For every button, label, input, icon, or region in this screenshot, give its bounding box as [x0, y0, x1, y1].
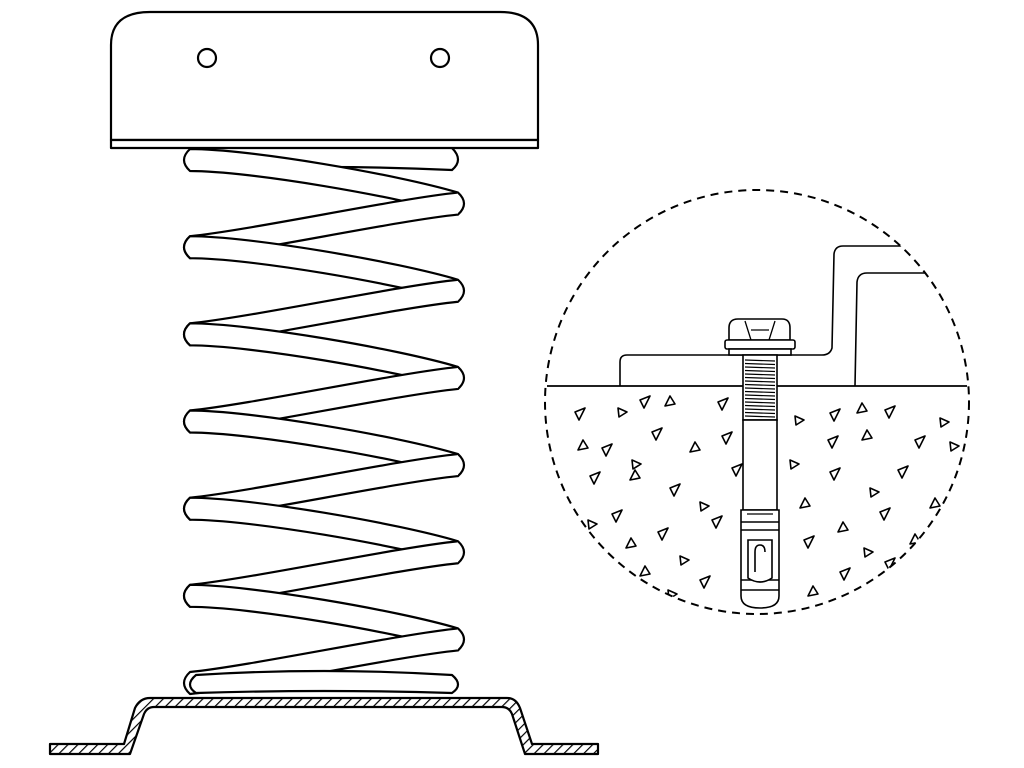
base-bracket	[48, 696, 600, 756]
aggregate-stone	[861, 429, 873, 441]
aggregate-stone	[869, 487, 880, 498]
aggregate-stone	[884, 557, 896, 571]
cap-mounting-hole-left	[196, 47, 218, 69]
aggregate-stone	[577, 439, 589, 451]
aggregate-stone	[929, 497, 941, 509]
anchor-bolt	[724, 318, 796, 609]
aggregate-stone	[789, 459, 800, 470]
spring-mount-top-cap	[109, 10, 540, 150]
detail-callout-circle	[544, 189, 970, 615]
aggregate-stone	[625, 537, 637, 549]
aggregate-stone	[629, 469, 641, 481]
aggregate-stone	[711, 515, 723, 529]
aggregate-stone	[679, 555, 690, 566]
aggregate-stone	[601, 443, 613, 457]
aggregate-stone	[879, 507, 891, 521]
aggregate-stone	[601, 561, 613, 575]
aggregate-stone	[717, 397, 729, 411]
aggregate-stone	[807, 585, 819, 597]
aggregate-stone	[587, 519, 598, 530]
aggregate-stone	[863, 547, 874, 558]
aggregate-stone	[639, 395, 651, 409]
coil-end-bottom	[188, 669, 460, 695]
aggregate-stone	[611, 509, 623, 523]
aggregate-stone	[856, 402, 868, 414]
aggregate-stone	[799, 497, 811, 509]
aggregate-stone	[897, 465, 909, 479]
anchor-wedge-clip	[747, 539, 773, 583]
cap-mounting-hole-right	[429, 47, 451, 69]
aggregate-stone	[839, 567, 851, 581]
aggregate-stone	[617, 407, 628, 418]
aggregate-stone	[829, 408, 841, 422]
aggregate-stone	[914, 435, 926, 449]
aggregate-stone	[657, 527, 669, 541]
washer	[724, 339, 796, 350]
aggregate-stone	[689, 441, 701, 453]
aggregate-stone	[589, 471, 601, 485]
aggregate-stone	[639, 565, 651, 577]
spring-mount	[48, 10, 600, 756]
aggregate-stone	[664, 395, 676, 407]
bracket-flange	[619, 245, 969, 387]
aggregate-stone	[699, 575, 711, 589]
aggregate-stone	[631, 459, 642, 470]
aggregate-stone	[669, 483, 681, 497]
aggregate-stone	[731, 463, 743, 477]
aggregate-stone	[884, 405, 896, 419]
aggregate-stone	[829, 467, 841, 481]
aggregate-stone	[827, 435, 839, 449]
aggregate-stone	[837, 521, 849, 533]
aggregate-stone	[721, 431, 733, 445]
aggregate-stone	[651, 427, 663, 441]
aggregate-stone	[861, 595, 872, 606]
aggregate-stone	[939, 417, 950, 428]
aggregate-stone	[699, 501, 710, 512]
aggregate-stone	[949, 441, 960, 452]
aggregate-stone	[794, 415, 805, 426]
aggregate-stone	[803, 535, 815, 549]
aggregate-stone	[574, 407, 586, 421]
concrete-aggregate	[574, 395, 960, 606]
detail-callout	[544, 189, 970, 615]
coil-spring	[182, 141, 466, 696]
